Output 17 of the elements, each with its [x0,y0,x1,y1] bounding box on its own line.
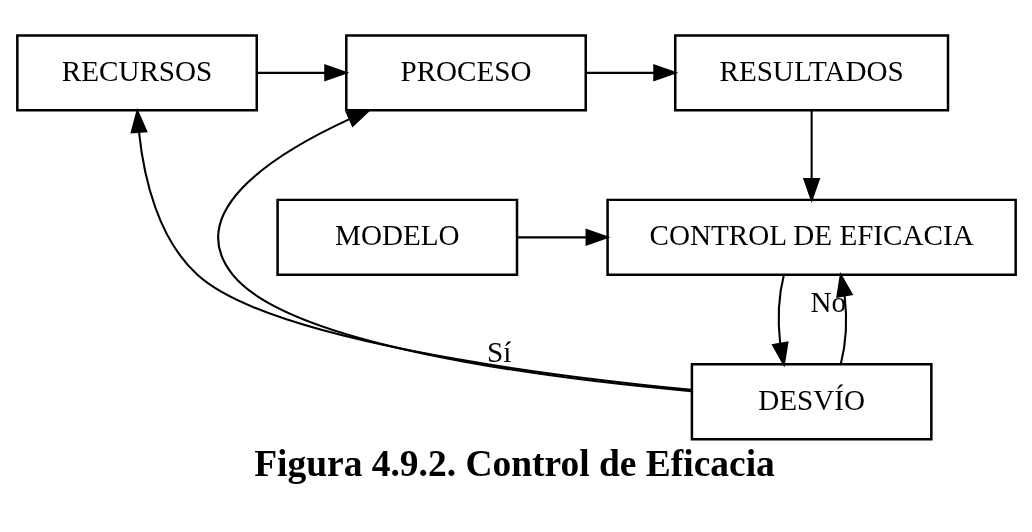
node-box: MODELO [275,198,518,276]
edge-label: No [809,285,846,318]
arrow [217,108,692,392]
node-box: CONTROL DE EFICACIA [605,198,1017,276]
node-box: DESVÍO [690,362,933,441]
arrow [835,271,853,364]
arrow [256,63,349,82]
node-box: RECURSOS [15,33,258,112]
arrow [129,107,691,391]
arrow [770,274,789,367]
node-box: PROCESO [344,33,587,112]
arrow [802,110,820,203]
node-box: RESULTADOS [673,33,949,112]
arrow [516,228,611,246]
edge-label: Sí [486,335,511,368]
caption: Figura 4.9.2. Control de Eficacia [253,442,775,484]
arrow [585,63,678,82]
